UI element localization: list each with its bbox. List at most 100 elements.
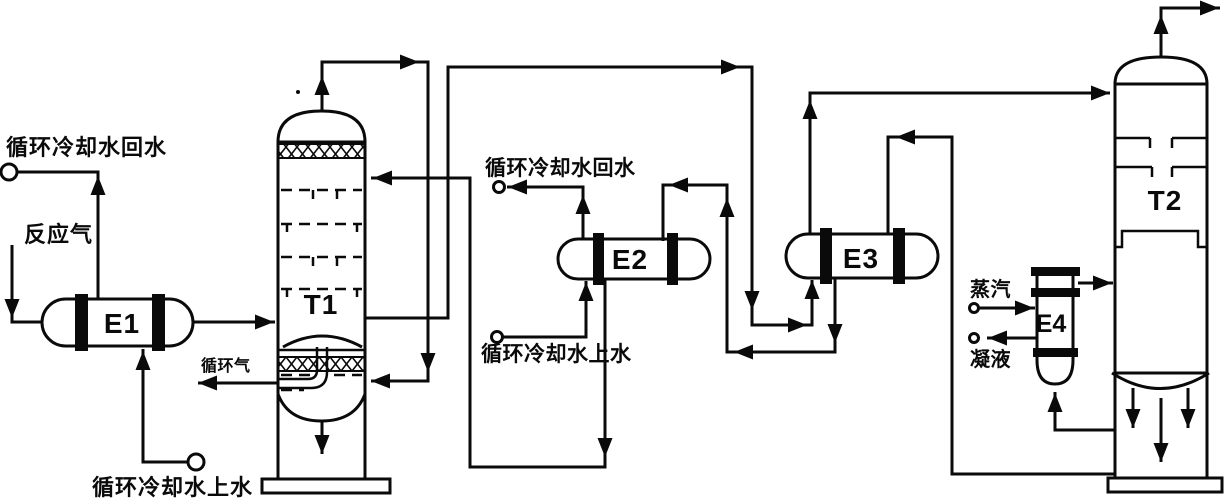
arrowhead <box>578 282 594 301</box>
arrowhead <box>744 291 760 310</box>
label-cooling-water-return-e2: 循环冷却水回水 <box>485 156 636 180</box>
arrowhead <box>788 317 807 333</box>
arrowhead <box>1047 393 1063 412</box>
condensate-tiein-circle <box>968 332 980 344</box>
flow-arrows <box>4 0 1219 462</box>
label-e4: E4 <box>1036 310 1067 338</box>
arrowhead <box>802 100 818 119</box>
pipe-t1-overhead-recycle <box>320 60 430 383</box>
label-e2: E2 <box>612 244 648 275</box>
ink-dot <box>296 90 300 94</box>
pipe-reaction-gas-feed <box>10 245 43 324</box>
label-cooling-water-return-e1: 循环冷却水回水 <box>6 135 167 160</box>
e1-tubesheet-left <box>75 294 88 351</box>
arrowhead <box>719 198 735 217</box>
arrowhead <box>4 299 20 318</box>
arrowhead <box>1200 0 1219 16</box>
arrowhead <box>734 344 753 360</box>
cw-return-e1-tiein-circle <box>0 162 19 182</box>
t1-packing-band-top <box>277 143 366 159</box>
label-t2: T2 <box>1148 185 1183 216</box>
pipe-e1-cooling-return <box>16 170 100 300</box>
arrowhead <box>1153 443 1169 462</box>
cw-supply-e2-tiein-circle <box>490 330 504 344</box>
e2-tubesheet-left <box>593 233 604 285</box>
t1-tray-stubs <box>285 289 359 297</box>
arrowhead <box>1091 85 1110 101</box>
arrowhead <box>988 330 1007 346</box>
e2-tubesheet-right <box>667 233 678 285</box>
arrowhead <box>721 59 740 75</box>
arrowhead <box>1180 409 1196 428</box>
pipe-e2-cooling-supply <box>502 281 588 339</box>
label-e1: E1 <box>104 308 140 339</box>
pipe-e3-to-t2-feed <box>808 91 1110 234</box>
arrowhead <box>1153 15 1169 34</box>
label-condensate: 凝液 <box>970 347 1012 371</box>
t1-tray-stubs <box>285 224 359 232</box>
label-cooling-water-supply-e1: 循环冷却水上水 <box>92 475 253 500</box>
pipe-e1-cooling-supply <box>141 349 189 464</box>
pipe-t2-overhead-outlet <box>1159 6 1220 58</box>
t1-jpipe-inner <box>278 347 329 390</box>
t1-dish-bottom <box>276 393 367 423</box>
pipe-t1-to-e3 <box>365 65 814 327</box>
t2-column <box>1106 55 1224 494</box>
pipe-e2-to-t1 <box>371 176 607 469</box>
e4-flange-top <box>1031 267 1080 276</box>
t1-mound-head <box>282 334 363 349</box>
arrowhead <box>1015 300 1034 316</box>
e1-tubesheet-right <box>152 294 165 351</box>
t1-tray-stubs <box>311 257 339 266</box>
label-reaction-gas: 反应气 <box>24 222 93 247</box>
cw-supply-e1-tiein-circle <box>186 452 206 472</box>
e3-exchanger <box>784 228 940 284</box>
label-cooling-water-supply-e2: 循环冷却水上水 <box>481 342 632 366</box>
arrowhead <box>314 435 330 454</box>
arrowhead <box>896 129 915 145</box>
t2-distributor-upper <box>1115 136 1207 148</box>
arrowhead <box>669 177 688 193</box>
arrowhead <box>198 375 217 391</box>
e2-exchanger <box>556 233 712 285</box>
arrowhead <box>575 195 591 214</box>
e3-tubesheet-left <box>820 228 832 284</box>
pipe-e2-cooling-return <box>507 185 585 239</box>
t2-chimney-tray <box>1115 229 1207 249</box>
pipe-e4-liquid-feed <box>1053 392 1115 432</box>
t1-base-plate <box>260 477 392 495</box>
e3-tubesheet-right <box>893 228 905 284</box>
arrowhead <box>371 373 390 389</box>
t1-tray-stubs <box>311 190 339 199</box>
arrowhead <box>314 76 330 95</box>
t1-packing-band-bottom <box>277 356 366 372</box>
pipe-t2-bottoms-to-e3 <box>886 135 1116 476</box>
label-t1: T1 <box>304 289 339 320</box>
t1-dome-top <box>276 109 367 144</box>
arrowhead <box>373 170 392 186</box>
arrowhead <box>804 280 820 299</box>
t1-column <box>260 90 392 495</box>
arrowhead <box>508 179 527 195</box>
t2-dome-top <box>1113 55 1209 86</box>
arrowhead <box>827 324 843 343</box>
label-steam: 蒸汽 <box>970 277 1011 301</box>
arrowhead <box>420 353 436 372</box>
cw-return-e2-tiein-circle <box>492 180 506 194</box>
e4-flange-lower <box>1033 348 1078 357</box>
steam-tiein-circle <box>968 302 980 314</box>
e4-flange-upper <box>1031 288 1080 297</box>
arrowhead <box>597 438 613 457</box>
t2-base-plate <box>1106 476 1224 494</box>
arrowhead <box>255 314 274 330</box>
t2-dish-bottom <box>1111 371 1210 390</box>
label-e3: E3 <box>843 243 879 274</box>
arrowhead <box>90 176 106 195</box>
t1-jpipe-outer <box>278 347 319 381</box>
label-recycle-gas: 循环气 <box>201 356 251 375</box>
arrowhead <box>135 351 151 370</box>
e4-reboiler <box>1031 267 1080 386</box>
arrowhead <box>1093 275 1112 291</box>
